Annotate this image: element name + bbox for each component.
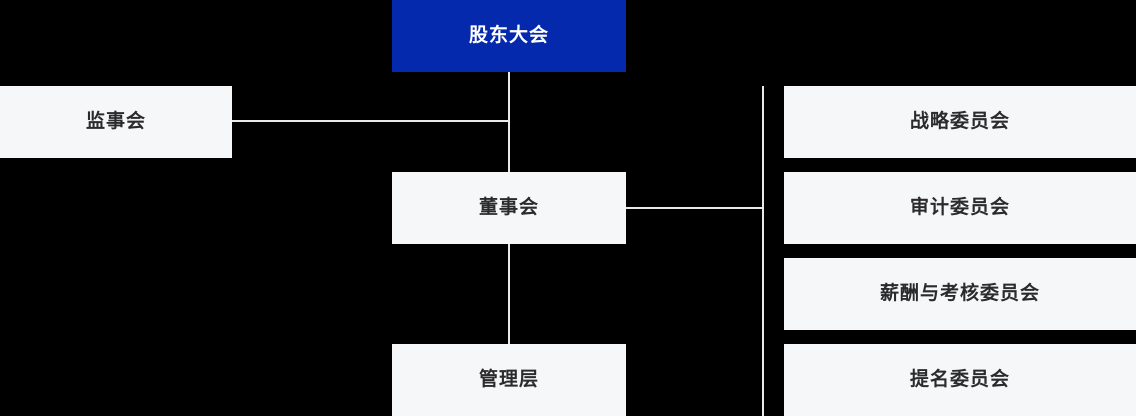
node-shareholders-meeting-label: 股东大会	[468, 24, 549, 46]
node-board-of-directors[interactable]: 董事会	[392, 172, 626, 244]
node-nomination-committee[interactable]: 提名委员会	[784, 344, 1136, 416]
node-management-label: 管理层	[478, 368, 539, 390]
connector-committee-spine	[762, 86, 764, 416]
node-board-of-directors-label: 董事会	[478, 196, 539, 218]
node-board-of-supervisors-label: 监事会	[85, 110, 146, 132]
node-remuneration-and-appraisal-committee-label: 薪酬与考核委员会	[879, 282, 1040, 304]
connector-supervisors-to-trunk	[232, 120, 510, 122]
node-shareholders-meeting[interactable]: 股东大会	[392, 0, 626, 72]
connector-directors-to-committees	[626, 207, 764, 209]
node-strategy-committee-label: 战略委员会	[909, 110, 1010, 132]
node-audit-committee-label: 审计委员会	[909, 196, 1010, 218]
connector-directors-to-management	[508, 244, 510, 344]
node-audit-committee[interactable]: 审计委员会	[784, 172, 1136, 244]
node-remuneration-and-appraisal-committee[interactable]: 薪酬与考核委员会	[784, 258, 1136, 330]
node-board-of-supervisors[interactable]: 监事会	[0, 86, 232, 158]
node-management[interactable]: 管理层	[392, 344, 626, 416]
node-nomination-committee-label: 提名委员会	[909, 368, 1010, 390]
connector-shareholders-to-directors	[508, 72, 510, 172]
node-strategy-committee[interactable]: 战略委员会	[784, 86, 1136, 158]
